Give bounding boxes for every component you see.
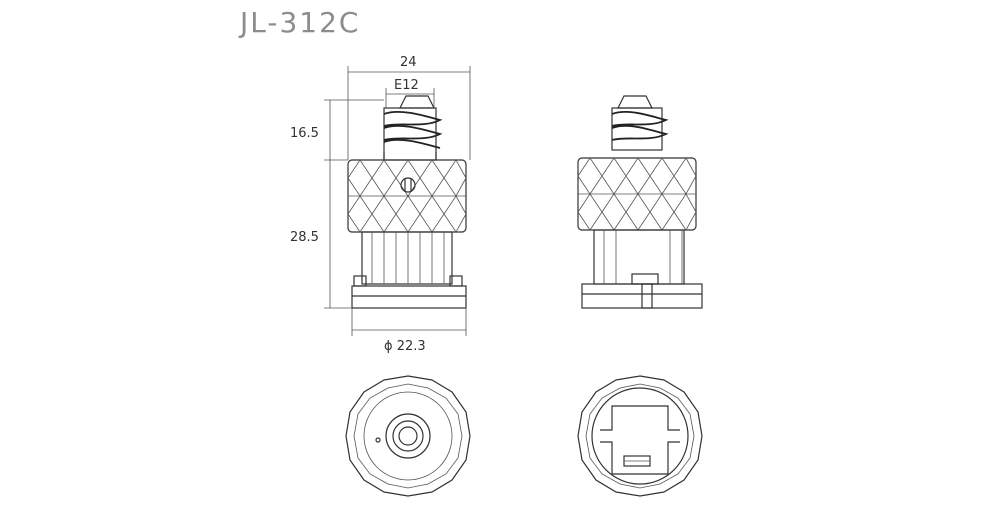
dim-top-height: 16.5 bbox=[290, 126, 319, 141]
front-view: 24 E12 16.5 28.5 ϕ 22.3 bbox=[290, 55, 471, 354]
top-view bbox=[577, 375, 703, 497]
dim-base-diameter: ϕ 22.3 bbox=[384, 339, 426, 354]
dim-thread: E12 bbox=[394, 78, 419, 93]
bottom-view bbox=[345, 375, 471, 497]
dim-overall-width: 24 bbox=[400, 55, 417, 70]
side-view bbox=[577, 95, 703, 309]
product-model-title: JL-312C bbox=[240, 6, 361, 39]
dim-body-height: 28.5 bbox=[290, 230, 319, 245]
